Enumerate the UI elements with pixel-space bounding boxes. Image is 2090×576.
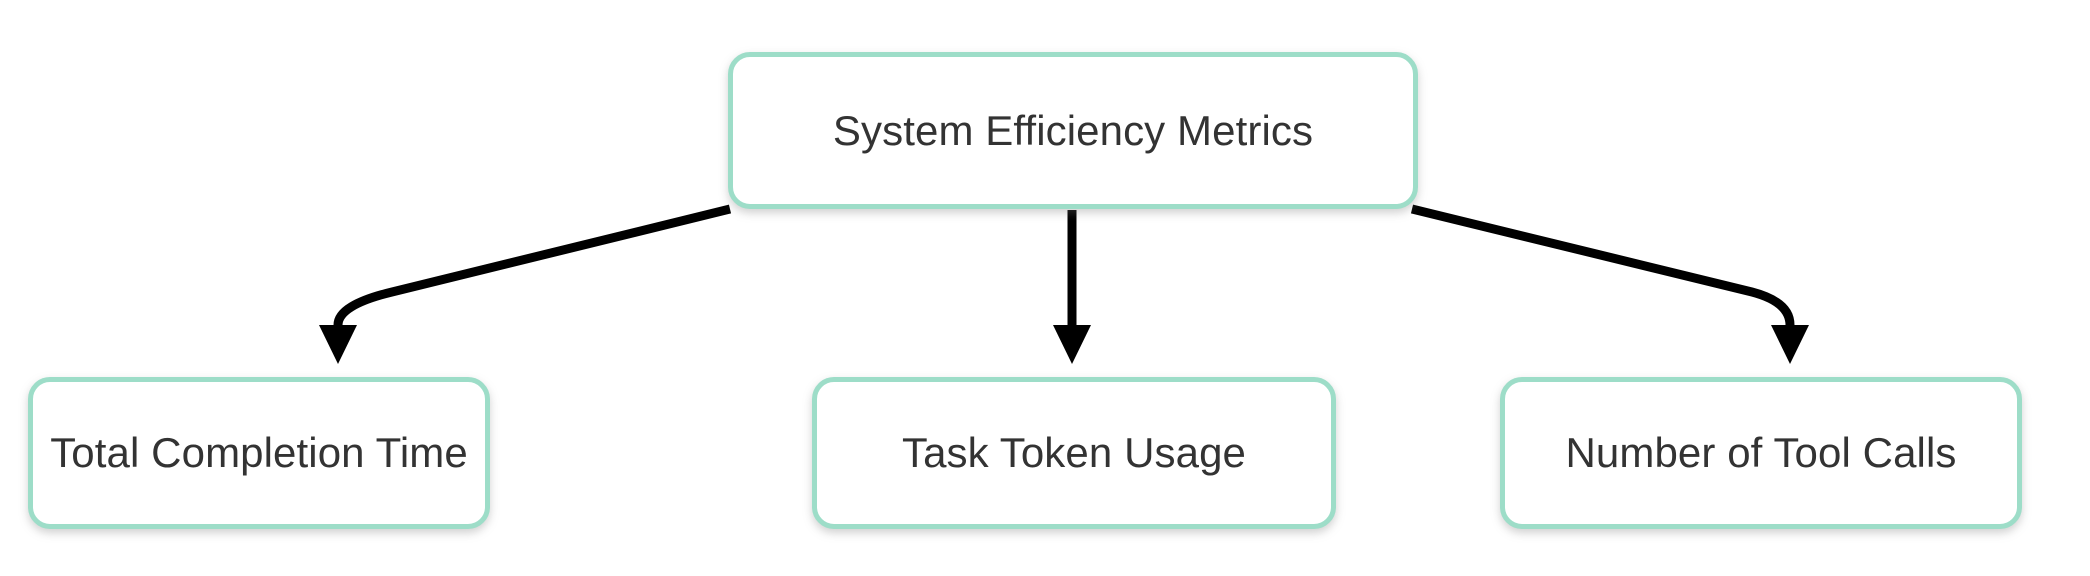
node-label-number-of-tool-calls: Number of Tool Calls xyxy=(1565,429,1957,476)
arrowhead-number-of-tool-calls xyxy=(1771,325,1809,364)
node-label-total-completion-time: Total Completion Time xyxy=(50,429,468,476)
node-total-completion-time[interactable]: Total Completion Time xyxy=(28,377,490,529)
node-system-efficiency-metrics[interactable]: System Efficiency Metrics xyxy=(728,52,1418,209)
node-label-root: System Efficiency Metrics xyxy=(832,106,1314,154)
node-label-task-token-usage: Task Token Usage xyxy=(901,429,1247,476)
arrowhead-total-completion-time xyxy=(319,325,357,364)
edge-root-to-number-of-tool-calls xyxy=(1410,204,1795,326)
arrowhead-task-token-usage xyxy=(1053,325,1091,364)
node-number-of-tool-calls[interactable]: Number of Tool Calls xyxy=(1500,377,2022,529)
edge-path-left xyxy=(333,204,732,326)
node-task-token-usage[interactable]: Task Token Usage xyxy=(812,377,1336,529)
